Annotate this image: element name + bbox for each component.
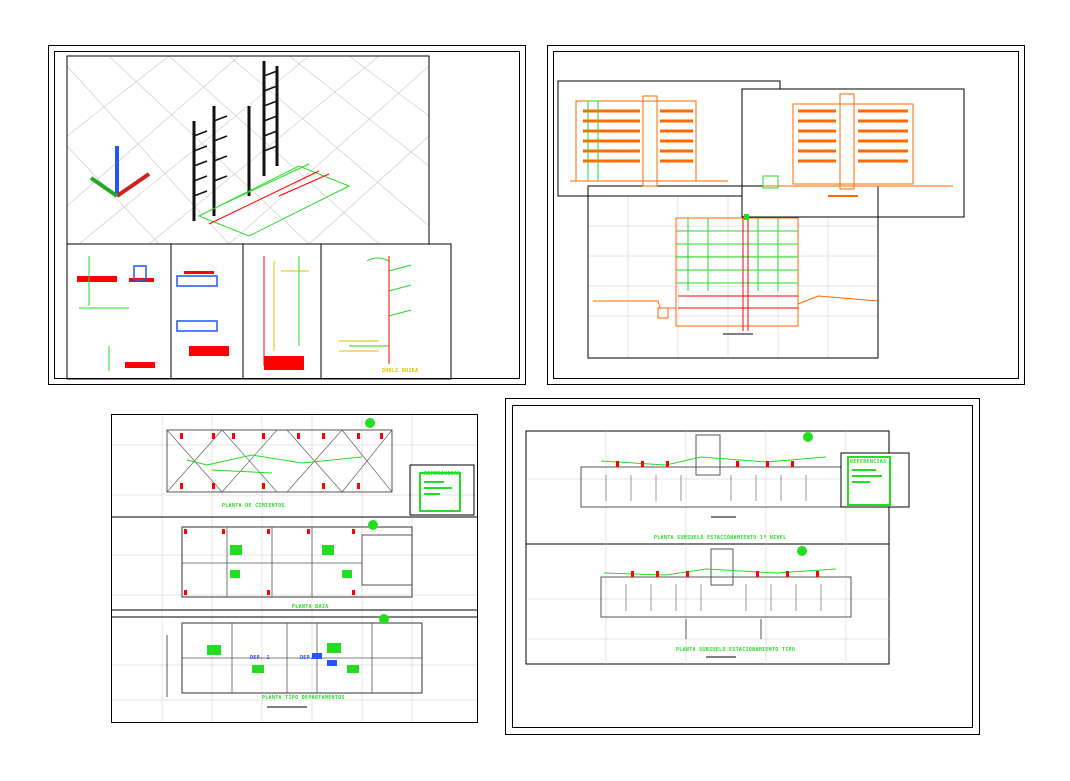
- sheet-floor-plans[interactable]: PLANTA DE CIMIENTOS PLANTA BAJA PLANTA T…: [111, 414, 478, 723]
- plan-label-typical: PLANTA TIPO DEPARTAMENTOS: [262, 695, 345, 701]
- sheet-inner-frame: [553, 51, 1019, 379]
- north-arrow-icon: [365, 418, 375, 428]
- parking-plans-drawing: [525, 430, 910, 665]
- legend-title: REFERENCIAS: [850, 459, 887, 465]
- plan-label-basement-typical: PLANTA SUBSUELO ESTACIONAMIENTO TIPO: [676, 647, 796, 653]
- legend-title: REFERENCIAS: [424, 471, 461, 477]
- north-arrow-icon: [803, 432, 813, 442]
- sheet-isometric-details[interactable]: DOBLE BRIDA: [48, 45, 526, 385]
- sheet-parking-plans[interactable]: PLANTA SUBSUELO ESTACIONAMIENTO 1º NIVEL…: [505, 398, 980, 735]
- detail-caption: DOBLE BRIDA: [382, 368, 419, 374]
- plan-label-ground: PLANTA BAJA: [292, 604, 329, 610]
- floor-plans-drawing: [112, 415, 477, 722]
- unit-label-a: DEP. 1: [250, 655, 270, 661]
- sheet-inner-frame: [512, 405, 973, 728]
- isometric-drawing: [66, 55, 452, 380]
- unit-label-b: DEP. 2: [300, 655, 320, 661]
- sheet-elevations-section[interactable]: [547, 45, 1025, 385]
- plan-label-basement-1: PLANTA SUBSUELO ESTACIONAMIENTO 1º NIVEL: [654, 535, 787, 541]
- elevations-drawing: [557, 80, 965, 359]
- ucs-axis-icon: [89, 146, 151, 198]
- plan-label-foundation: PLANTA DE CIMIENTOS: [222, 503, 285, 509]
